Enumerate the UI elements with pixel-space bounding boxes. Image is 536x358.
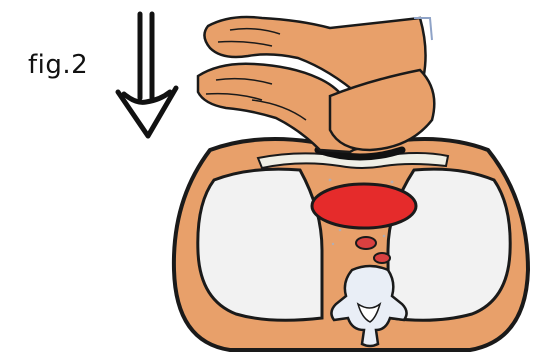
- aorta: [356, 237, 376, 249]
- hands-icon: [198, 17, 434, 152]
- heart: [312, 184, 416, 228]
- vena-cava: [374, 253, 390, 263]
- left-lung: [198, 169, 322, 320]
- chest-cross-section: [174, 139, 528, 350]
- down-arrow-icon: [118, 14, 176, 136]
